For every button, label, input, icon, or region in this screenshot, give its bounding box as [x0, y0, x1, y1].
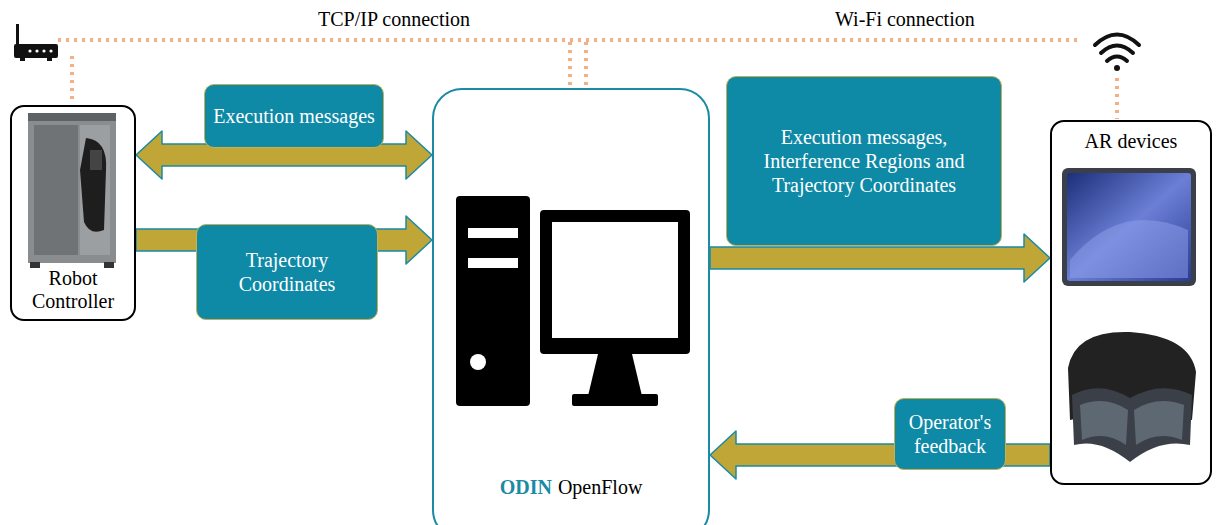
server-box: ODIN OpenFlow	[432, 88, 710, 525]
message-text: Trajectory Coordinates	[205, 248, 369, 296]
message-tag: Trajectory Coordinates	[196, 224, 378, 320]
headset-picture	[1068, 332, 1196, 462]
message-text: Execution messages	[213, 104, 375, 128]
router-icon	[14, 24, 58, 61]
wifi-icon	[1095, 35, 1139, 72]
controller-box: Robot Controller	[10, 105, 136, 321]
tablet-picture	[1062, 168, 1196, 286]
node-text: OpenFlow	[558, 476, 642, 498]
robot-cabinet-picture	[28, 113, 116, 268]
message-tag: Execution messages	[204, 84, 384, 148]
node-text: Robot Controller	[32, 267, 114, 312]
message-tag: Execution messages, Interference Regions…	[726, 76, 1002, 246]
node-text: AR devices	[1085, 130, 1178, 152]
connection-label: Wi-Fi connection	[835, 8, 975, 31]
message-text: Execution messages, Interference Regions…	[735, 125, 993, 197]
device-box: AR devices	[1050, 120, 1212, 485]
message-tag: Operator's feedback	[894, 398, 1006, 470]
message-text: Operator's feedback	[903, 410, 997, 458]
computer-icon	[456, 196, 690, 406]
connection-label: TCP/IP connection	[318, 8, 470, 31]
node-text: ODIN	[500, 476, 552, 498]
